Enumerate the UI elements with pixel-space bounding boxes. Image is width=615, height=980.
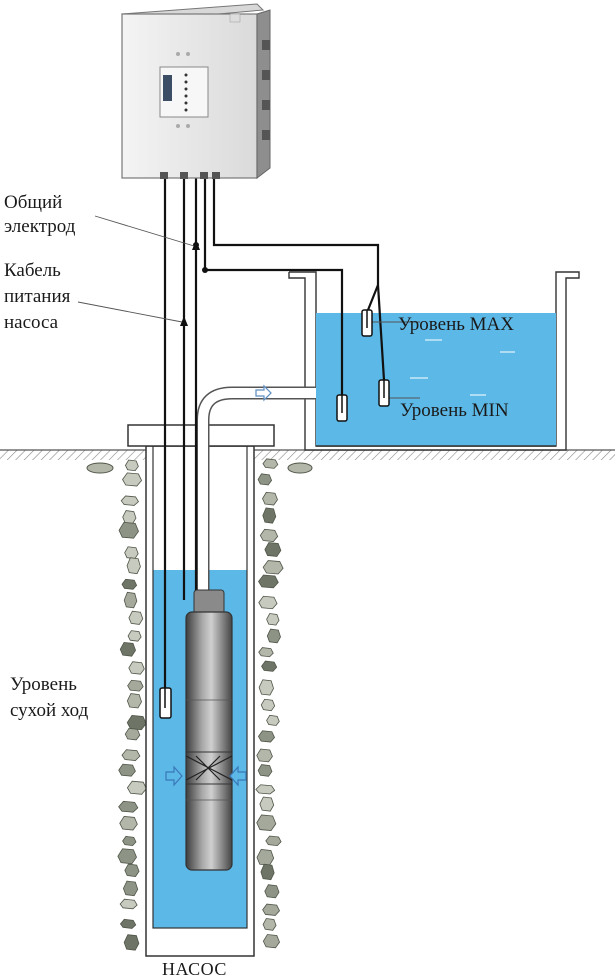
stone — [128, 661, 145, 675]
flow-arrow-icon-left — [165, 765, 183, 787]
stone — [122, 510, 137, 524]
stone — [118, 521, 139, 539]
stone — [259, 796, 275, 812]
label-common-electrode-1: Общий — [4, 192, 62, 213]
stone — [126, 780, 147, 795]
stone — [122, 835, 137, 847]
stone — [119, 918, 137, 929]
stone — [126, 693, 142, 709]
stone — [260, 698, 276, 712]
stone — [258, 574, 279, 589]
stone — [120, 495, 139, 506]
stone — [262, 934, 280, 949]
stone — [257, 730, 276, 743]
stone — [126, 715, 147, 731]
stone — [257, 764, 273, 777]
stone — [262, 560, 284, 575]
label-power-cable-2: питания — [4, 286, 71, 307]
stone — [123, 934, 140, 951]
electrode-probe-icon-dry-run — [159, 687, 172, 719]
stone — [86, 462, 114, 474]
label-level-min: Уровень MIN — [400, 400, 509, 421]
junction-dot — [202, 267, 208, 273]
ground — [0, 449, 615, 460]
stone — [123, 591, 138, 609]
label-dry-run-2: сухой ход — [10, 700, 89, 721]
stone — [256, 814, 277, 832]
electrode-probe-icon — [361, 309, 373, 337]
ground-hatch — [0, 450, 615, 460]
stone — [262, 918, 277, 931]
stone — [255, 784, 276, 795]
stone — [118, 763, 136, 777]
flow-arrow-icon — [255, 384, 272, 402]
stone — [122, 472, 143, 487]
control-panel-icon — [121, 3, 271, 180]
stone — [258, 647, 274, 658]
cable-arrow-power — [180, 316, 188, 326]
stone — [117, 848, 137, 865]
electrode-probe-icon-min — [378, 379, 390, 407]
label-common-electrode-2: электрод — [4, 216, 76, 237]
leader-power-cable — [77, 301, 183, 323]
control-panel-led-strip — [163, 75, 172, 101]
stone — [265, 835, 282, 847]
stone — [124, 546, 139, 560]
stone — [258, 679, 274, 696]
stone — [119, 816, 138, 831]
stone — [259, 528, 279, 542]
stone — [262, 903, 281, 916]
stone — [127, 630, 142, 642]
stone-lining — [86, 458, 313, 951]
stone — [262, 507, 277, 524]
stone — [287, 462, 313, 474]
stone — [256, 748, 273, 763]
stone — [127, 679, 144, 692]
stone — [262, 491, 278, 506]
stone — [258, 595, 278, 610]
flow-arrow-icon-right — [229, 765, 247, 787]
stone — [126, 557, 141, 575]
label-level-max: Уровень MAX — [398, 314, 514, 335]
stone — [266, 628, 281, 644]
stone — [264, 884, 280, 899]
leader-lines — [77, 215, 420, 399]
stone — [119, 641, 136, 657]
stone — [124, 863, 140, 877]
label-power-cable-3: насоса — [4, 312, 59, 333]
tank-water-fill — [316, 313, 556, 446]
leader-common-electrode — [94, 215, 195, 247]
stone — [260, 863, 275, 881]
stone — [124, 459, 139, 472]
level-cable-top — [212, 172, 380, 285]
stone — [266, 613, 280, 626]
stone — [264, 542, 282, 557]
stone — [121, 749, 141, 761]
common-tank-wire — [205, 268, 344, 395]
submersible-pump-icon — [185, 589, 233, 871]
stone — [122, 880, 139, 897]
label-dry-run-1: Уровень — [10, 674, 77, 695]
label-power-cable-1: Кабель — [4, 260, 61, 281]
stone — [266, 714, 280, 726]
stone — [128, 610, 144, 625]
electrode-probe-icon-common — [336, 394, 348, 422]
tank-ripples — [410, 339, 515, 396]
min-sensor-wire — [376, 284, 386, 381]
stone — [261, 660, 278, 672]
cable-arrow-electrode — [192, 240, 200, 250]
stone — [124, 727, 141, 741]
max-sensor-wire — [366, 284, 380, 311]
stone — [119, 898, 138, 910]
stone — [262, 458, 279, 469]
stone — [257, 473, 273, 486]
storage-tank — [288, 271, 580, 451]
stone — [121, 578, 138, 590]
stone — [118, 800, 139, 813]
label-pump: НАСОС — [162, 959, 227, 979]
delivery-pipe — [196, 386, 316, 592]
stone — [256, 849, 275, 866]
